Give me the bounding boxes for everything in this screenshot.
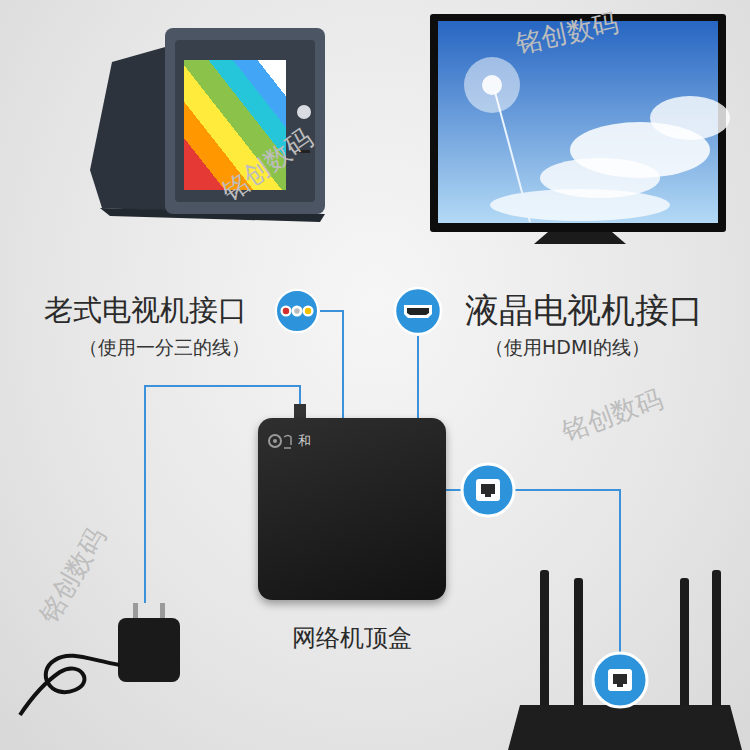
port-title: 老式电视机接口	[44, 290, 247, 330]
tv-front	[165, 28, 325, 214]
router-body	[508, 705, 742, 750]
router	[508, 570, 742, 750]
set-top-box: 和网络机顶盒	[258, 418, 446, 600]
brand-text: 和	[298, 433, 311, 449]
port-title: 液晶电视机接口	[465, 288, 703, 332]
icon-part	[276, 290, 318, 332]
brand-logo	[269, 435, 291, 448]
hdmi-symbol	[393, 286, 443, 336]
antenna	[574, 578, 583, 708]
icon-part	[305, 308, 311, 314]
tv-knob	[297, 105, 311, 119]
port-frame	[476, 479, 500, 501]
port-note: （使用一分三的线）	[79, 334, 250, 360]
watermark: 铭创数码	[513, 8, 621, 59]
plug-prong	[133, 603, 138, 619]
icon-part	[395, 288, 441, 334]
icon-circle	[462, 464, 514, 516]
logo-dot	[273, 439, 277, 443]
port-hole	[613, 674, 627, 684]
antenna	[540, 570, 549, 708]
icon-part	[283, 308, 289, 314]
lan-icon	[462, 464, 514, 516]
icon-part	[294, 308, 300, 314]
antenna	[712, 570, 721, 708]
lan-wire	[514, 490, 620, 652]
antenna	[680, 578, 689, 708]
network-wire	[446, 490, 620, 652]
lan-icon	[593, 653, 647, 707]
icon-part	[291, 305, 302, 316]
port-hole	[481, 484, 495, 494]
lan-wire	[446, 489, 462, 491]
port-note: （使用HDMI的线）	[485, 334, 650, 360]
crt-tv	[90, 28, 325, 222]
hdmi-port-icon: 液晶电视机接口（使用HDMI的线）	[393, 286, 443, 336]
port-notch	[617, 684, 623, 687]
rca-symbol	[274, 288, 320, 334]
icon-part	[407, 308, 429, 315]
watermark: 铭创数码	[216, 123, 318, 207]
dandelion	[464, 57, 520, 113]
dandelion-core	[482, 75, 502, 95]
watermark: 铭创数码	[558, 383, 666, 447]
cloud	[650, 96, 730, 140]
device-name: 网络机顶盒	[258, 623, 446, 653]
icon-part	[404, 305, 432, 318]
port-frame	[608, 669, 632, 691]
tv-stand	[534, 232, 626, 244]
interface-wire	[417, 336, 419, 418]
plug-prong	[160, 603, 165, 619]
watermark: 铭创数码	[33, 522, 111, 627]
power-port	[294, 404, 306, 418]
interface-wire	[320, 311, 343, 418]
logo-mark	[284, 436, 291, 449]
rca-port-icon: 老式电视机接口（使用一分三的线）	[274, 288, 320, 334]
port-notch	[485, 494, 491, 497]
lcd-tv	[430, 14, 730, 244]
logo-swirl	[269, 435, 281, 447]
cloud	[490, 189, 670, 221]
adapter-cable	[20, 656, 120, 715]
icon-part	[280, 305, 291, 316]
icon-circle	[593, 653, 647, 707]
adapter-body	[118, 618, 180, 682]
icon-part	[303, 305, 314, 316]
